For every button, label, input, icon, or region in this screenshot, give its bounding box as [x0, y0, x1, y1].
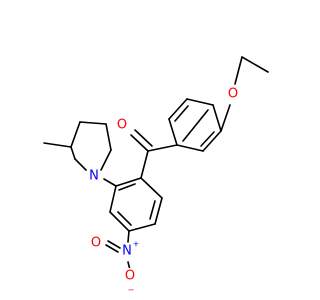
bond-ring1-c [168, 118, 178, 146]
label-bg-nitro-oxygen-top [90, 235, 102, 250]
bond-ring1-d [168, 98, 188, 120]
carbonyl-oxygen-label: O [117, 118, 127, 133]
bond-ring2-d [128, 223, 156, 232]
bond-aryl-ether-o [220, 104, 231, 132]
bond-ethyl-cc [241, 56, 269, 73]
bond-ring2-inner-1 [118, 183, 136, 191]
bond-ring1-f [212, 104, 222, 132]
bond-ring2-f [140, 177, 163, 199]
bond-ethyl-co [234, 56, 243, 85]
label-bg-carbonyl-oxygen [116, 117, 128, 132]
bond-ring2-n [103, 178, 117, 187]
bond-ring2-inner-3 [149, 200, 156, 220]
nitro-nitrogen-charge: + [133, 240, 140, 249]
bond-ring2-a [115, 177, 142, 187]
label-bg-nitro-nitrogen [121, 243, 133, 258]
bond-pip-a [74, 158, 87, 171]
bonds [43, 56, 269, 271]
bond-pip-methyl [43, 142, 72, 148]
bond-carbonyl-o-1 [130, 134, 149, 152]
bond-pip-b [70, 146, 76, 160]
label-bg-piperidine-nitrogen [88, 168, 100, 183]
nitro-oxygen-bottom-charge: − [128, 286, 135, 295]
bond-pip-d [79, 121, 107, 125]
molecule-structure: O O N N + O O − [43, 56, 269, 295]
bond-ring1-inner-2 [174, 105, 189, 122]
piperidine-nitrogen-label: N [89, 169, 99, 184]
bond-ring1-inner-3 [182, 109, 209, 142]
bond-ring1-e [186, 98, 214, 106]
bond-ring1-carbonyl [147, 144, 178, 152]
bond-ring2-b [109, 185, 117, 213]
bond-carbonyl-ring2 [140, 150, 149, 179]
bond-pip-c [70, 121, 81, 148]
bond-ring1-inner-1 [200, 131, 215, 147]
nitro-nitrogen-label: N [122, 244, 132, 259]
label-bg-nitro-oxygen-bottom [124, 268, 136, 283]
bond-carbonyl-o-2 [134, 129, 153, 147]
bond-ring2-e [154, 197, 163, 225]
bond-ring2-c [109, 211, 130, 232]
nitro-oxygen-bottom-label: O [125, 269, 135, 284]
bond-ring1-a [202, 130, 222, 152]
bond-pip-e [105, 123, 112, 151]
label-bg-ether-oxygen [227, 86, 239, 101]
bond-pip-f [100, 149, 112, 171]
bond-ring2-nitro [127, 230, 130, 243]
ether-oxygen-label: O [228, 87, 238, 102]
bond-ring2-inner-2 [117, 211, 132, 226]
atom-labels: O O N N + O O − [88, 86, 239, 295]
bond-nitro-o-top-2 [107, 240, 121, 249]
bond-nitro-o-top-1 [105, 244, 119, 253]
nitro-oxygen-top-label: O [91, 236, 101, 251]
bond-ring1-b [176, 144, 204, 152]
